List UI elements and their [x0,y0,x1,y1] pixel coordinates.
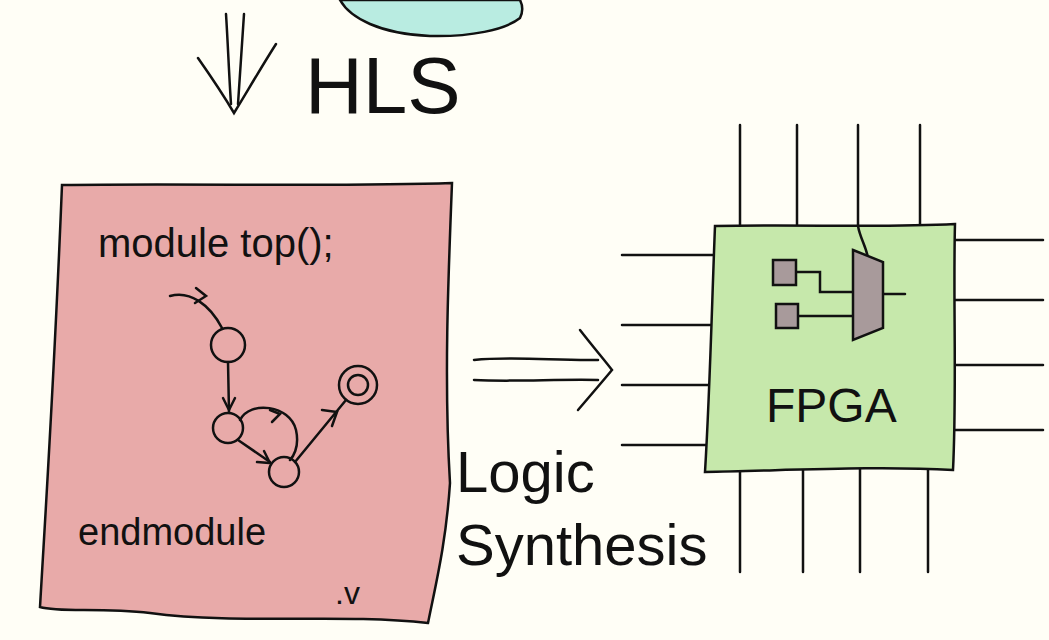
source-document: module top(); endmodule .v [40,183,452,625]
chip-name: FPGA [766,382,897,430]
hls-arrow [198,14,276,113]
chip-body [705,224,955,472]
node-shape [618,120,1046,576]
module-end: endmodule [78,513,266,551]
edge-label: Logic Synthesis [456,436,726,581]
mux-symbol [773,226,905,340]
state-machine [170,288,377,487]
synthesis-arrow [474,330,612,410]
source-blob [340,0,522,36]
fpga-chip: FPGA [618,120,1046,576]
file-extension: .v [335,577,360,609]
document-outline [40,183,452,623]
module-header: module top(); [98,223,334,263]
chip-pins [622,125,1043,572]
chip-drawing [622,125,1043,572]
step-label: HLS [305,46,461,126]
